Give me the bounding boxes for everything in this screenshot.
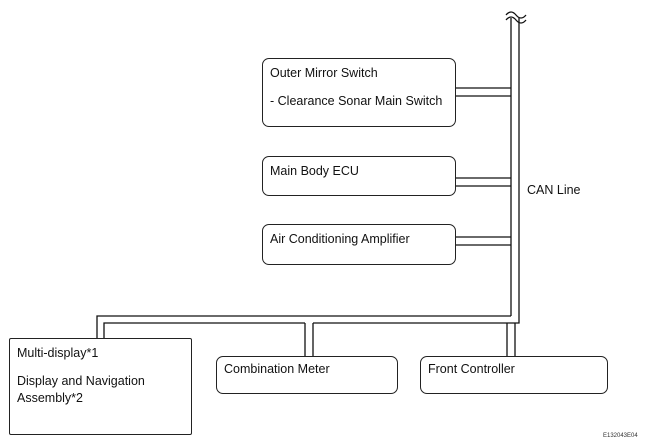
figure-code: E132043E04	[603, 433, 638, 439]
multi-display-box: Multi-display*1 Display and Navigation A…	[9, 338, 192, 435]
outer-mirror-switch-label: Outer Mirror Switch	[270, 66, 378, 80]
branch-air-conditioning-amplifier	[456, 236, 511, 246]
clearance-sonar-main-switch-label: - Clearance Sonar Main Switch	[270, 94, 443, 108]
branch-main-body-ecu	[456, 177, 511, 187]
can-bus-horizontal	[96, 315, 520, 338]
can-bus-trunk	[510, 18, 520, 316]
combination-meter-label: Combination Meter	[224, 362, 330, 376]
air-conditioning-amplifier-box: Air Conditioning Amplifier	[262, 224, 456, 265]
branch-front-controller	[506, 323, 516, 356]
multi-display-label: Multi-display*1	[17, 346, 99, 360]
can-line-label: CAN Line	[527, 183, 581, 197]
outer-mirror-switch-box: Outer Mirror Switch - Clearance Sonar Ma…	[262, 58, 456, 127]
main-body-ecu-label: Main Body ECU	[270, 164, 359, 178]
display-navigation-label: Display and Navigation	[17, 374, 145, 388]
main-body-ecu-box: Main Body ECU	[262, 156, 456, 196]
front-controller-box: Front Controller	[420, 356, 608, 394]
branch-combination-meter	[304, 323, 314, 356]
branch-outer-mirror-switch	[456, 87, 511, 97]
combination-meter-box: Combination Meter	[216, 356, 398, 394]
assembly-label: Assembly*2	[17, 391, 83, 405]
bus-break-mark	[505, 11, 527, 24]
front-controller-label: Front Controller	[428, 362, 515, 376]
air-conditioning-amplifier-label: Air Conditioning Amplifier	[270, 232, 410, 246]
